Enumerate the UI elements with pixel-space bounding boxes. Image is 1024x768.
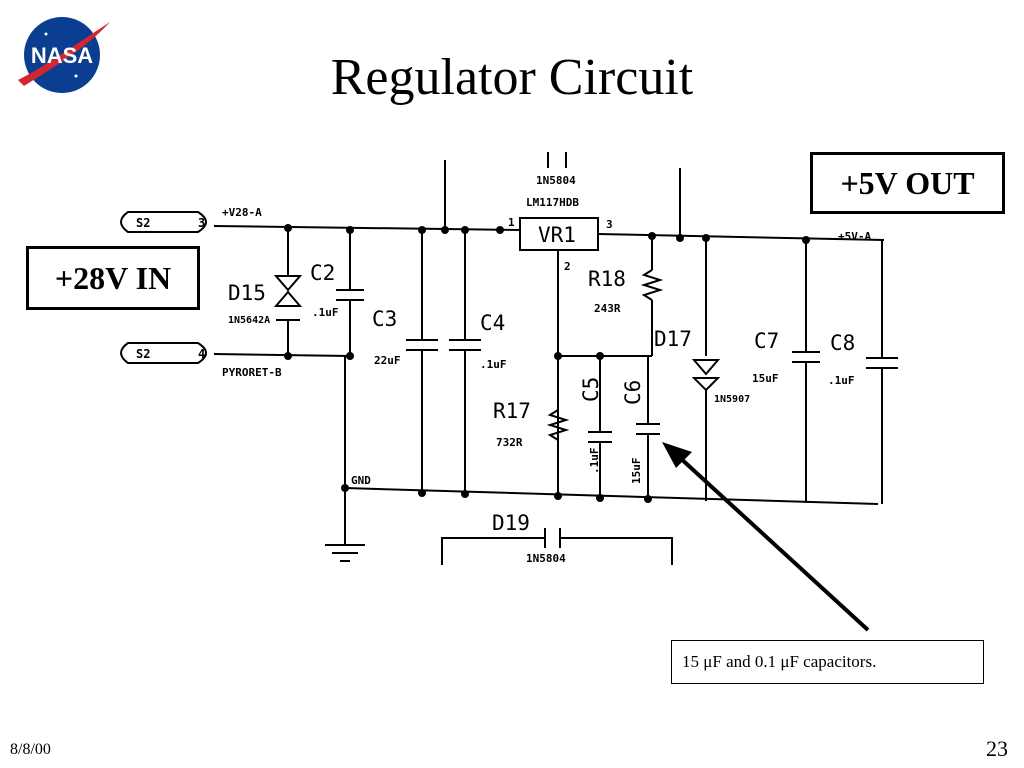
net-label-gnd: GND (351, 474, 371, 487)
junction-dot (676, 234, 684, 242)
c4-ref: C4 (480, 311, 505, 335)
vr1-pin-in: 1 (508, 216, 515, 229)
d15-ref: D15 (228, 281, 266, 305)
c6-value: 15uF (630, 458, 643, 485)
r17-value: 732R (496, 436, 523, 449)
junction-dot (284, 352, 292, 360)
c2-value: .1uF (312, 306, 339, 319)
c6-ref: C6 (621, 380, 645, 405)
d19-ref: D19 (492, 511, 530, 535)
junction-dot (596, 352, 604, 360)
junction-dot (341, 484, 349, 492)
c8-value: .1uF (828, 374, 855, 387)
capacitor-callout: 15 μF and 0.1 μF capacitors. (671, 640, 984, 684)
junction-dot (461, 490, 469, 498)
connector-s2-bottom (120, 342, 207, 364)
junction-dot (644, 495, 652, 503)
capacitor-c4 (449, 339, 481, 351)
junction-dot (418, 226, 426, 234)
net-label-v5: +5V-A (838, 230, 871, 243)
resistor-r18 (640, 269, 664, 301)
d17-ref: D17 (654, 327, 692, 351)
nasa-logo-star (44, 32, 48, 36)
c5-ref: C5 (579, 377, 603, 402)
wire-gnd-rail (344, 487, 879, 505)
connector-s2-bottom-label: S2 (136, 347, 150, 361)
vr1-part: LM117HDB (526, 196, 579, 209)
net-label-v28: +V28-A (222, 206, 262, 219)
c4-value: .1uF (480, 358, 507, 371)
vr1-pin-out: 3 (606, 218, 613, 231)
output-voltage-label: +5V OUT (810, 152, 1005, 214)
d15-part: 1N5642A (228, 315, 270, 326)
c3-value: 22uF (374, 354, 401, 367)
capacitor-c3 (406, 339, 438, 351)
diode-d17 (691, 359, 721, 392)
c7-value: 15uF (752, 372, 779, 385)
diode-d15 (273, 275, 303, 321)
junction-dot (554, 492, 562, 500)
c7-ref: C7 (754, 329, 779, 353)
net-label-pyroret: PYRORET-B (222, 366, 282, 379)
c3-ref: C3 (372, 307, 397, 331)
resistor-r17 (546, 409, 570, 441)
page-number: 23 (986, 736, 1008, 761)
junction-dot (418, 489, 426, 497)
junction-dot (441, 226, 449, 234)
nasa-logo-vector (18, 22, 110, 86)
junction-dot (702, 234, 710, 242)
nasa-logo: NASA (18, 17, 110, 93)
connector-s2-top (120, 211, 207, 233)
wire-v5-rail (597, 233, 885, 241)
junction-dot (496, 226, 504, 234)
junction-dot (461, 226, 469, 234)
input-voltage-label: +28V IN (26, 246, 200, 310)
d16-part: 1N5804 (536, 174, 576, 187)
d19-part: 1N5804 (526, 552, 566, 565)
connector-s2-bottom-pin: 4 (198, 347, 205, 361)
connector-s2-top-label: S2 (136, 216, 150, 230)
junction-dot (554, 352, 562, 360)
wire-d19 (441, 537, 673, 565)
capacitor-c2 (336, 289, 364, 301)
nasa-logo-star (74, 74, 78, 78)
diode-d19 (544, 528, 561, 548)
junction-dot (596, 494, 604, 502)
d17-part: 1N5907 (714, 394, 750, 405)
vr1-pin-adj: 2 (564, 260, 571, 273)
junction-dot (648, 232, 656, 240)
nasa-logo-text: NASA (31, 43, 93, 68)
wire-pyroret (213, 353, 351, 357)
junction-dot (802, 236, 810, 244)
capacitor-c7 (792, 351, 820, 363)
wire-v28-rail (213, 225, 521, 231)
junction-dot (346, 352, 354, 360)
c8-ref: C8 (830, 331, 855, 355)
callout-arrow-head (662, 442, 692, 468)
ground-symbol (325, 544, 365, 562)
slide-date: 8/8/00 (10, 741, 51, 758)
slide-title: Regulator Circuit (330, 49, 694, 106)
capacitor-c6 (636, 423, 660, 435)
c2-ref: C2 (310, 261, 335, 285)
r18-ref: R18 (588, 267, 626, 291)
r18-value: 243R (594, 302, 621, 315)
r17-ref: R17 (493, 399, 531, 423)
vr1-ref: VR1 (538, 223, 576, 247)
capacitor-c8 (866, 357, 898, 369)
c5-value: .1uF (588, 448, 601, 475)
junction-dot (284, 224, 292, 232)
diode-d16 (547, 152, 567, 168)
callout-arrow-shaft (676, 454, 870, 632)
capacitor-c5 (588, 431, 612, 443)
connector-s2-top-pin: 3 (198, 216, 205, 230)
junction-dot (346, 226, 354, 234)
